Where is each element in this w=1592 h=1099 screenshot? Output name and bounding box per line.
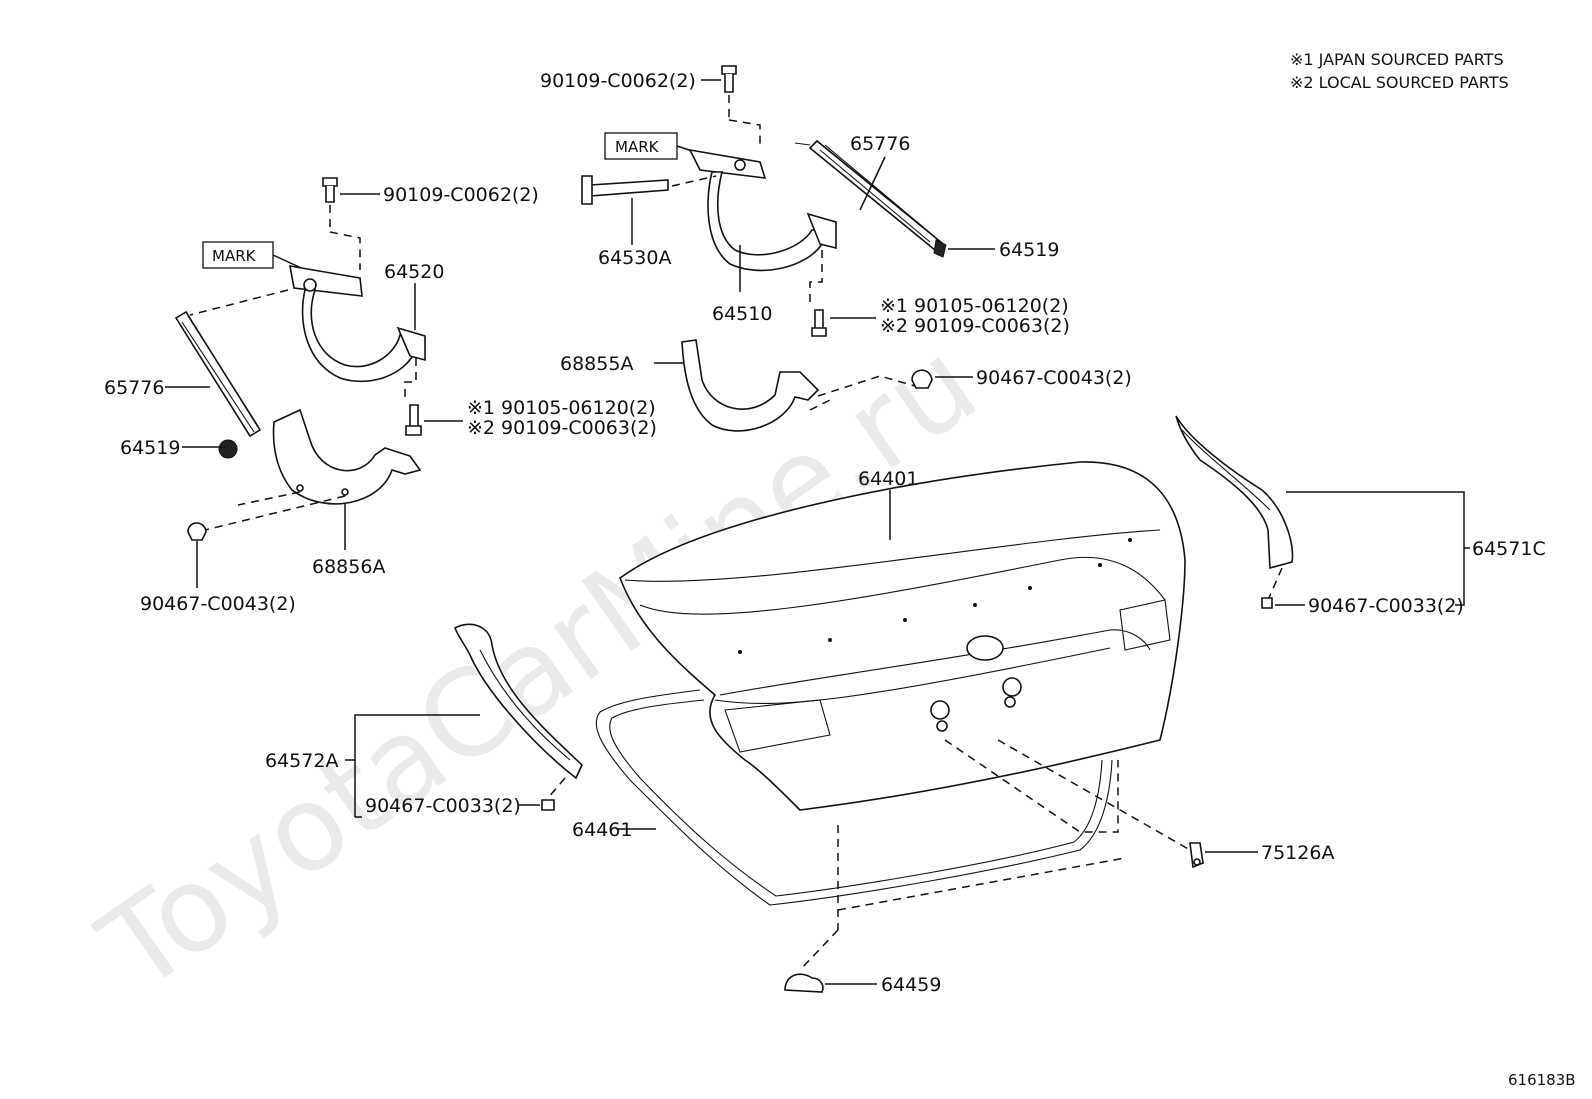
bolt-top-right-part <box>721 65 761 145</box>
label-hinge-left: 64520 <box>384 261 444 283</box>
label-bolt-top-left: 90109-C0062(2) <box>383 184 539 206</box>
mark-label-right: MARK <box>615 138 660 156</box>
stay-rod-part <box>581 175 717 205</box>
label-clip-trim-left: 90467-C0033(2) <box>365 795 521 817</box>
clip-right-part <box>911 369 933 389</box>
spring-right-part <box>794 139 944 252</box>
weatherstrip-part <box>595 689 1113 906</box>
mark-label-left: MARK <box>212 247 257 265</box>
bolt-right-lower-part <box>811 309 827 337</box>
label-spring-left: 65776 <box>104 377 164 399</box>
note-japan: ※1 JAPAN SOURCED PARTS <box>1290 50 1504 69</box>
label-cover-right: 68855A <box>560 353 633 375</box>
grommet-right-part <box>933 239 947 258</box>
trim-right-part <box>1175 415 1294 570</box>
cover-right-part <box>681 339 820 432</box>
spring-left-part <box>174 310 262 438</box>
label-trim-right: 64571C <box>1472 538 1546 560</box>
label-clip-right: 90467-C0043(2) <box>976 367 1132 389</box>
label-grommet-left: 64519 <box>120 437 180 459</box>
bolt-left-lower-part <box>405 404 422 436</box>
sourcing-notes: ※1 JAPAN SOURCED PARTS ※2 LOCAL SOURCED … <box>1290 50 1509 92</box>
label-bolt-top-right: 90109-C0062(2) <box>540 70 696 92</box>
luggage-lid-part <box>619 461 1186 811</box>
trim-left-part <box>454 623 583 780</box>
diagram-code: 616183B <box>1508 1071 1576 1089</box>
label-bolt-right-2: ※2 90109-C0063(2) <box>880 315 1070 337</box>
label-cushion: 64459 <box>881 974 941 996</box>
label-bolt-left-2: ※2 90109-C0063(2) <box>467 417 657 439</box>
cushion-part <box>784 973 824 993</box>
label-trim-left: 64572A <box>265 750 338 772</box>
label-clip-left: 90467-C0043(2) <box>140 593 296 615</box>
label-hinge-right: 64510 <box>712 303 772 325</box>
label-stay-rod: 64530A <box>598 247 671 269</box>
label-weatherstrip: 64461 <box>572 819 632 841</box>
label-cover-left: 68856A <box>312 556 385 578</box>
bracket-part <box>1189 842 1204 869</box>
label-luggage-lid: 64401 <box>858 468 918 490</box>
label-grommet-right: 64519 <box>999 239 1059 261</box>
bolt-top-left-part <box>322 177 361 270</box>
label-bracket: 75126A <box>1261 842 1334 864</box>
clip-trim-left-part <box>541 799 555 811</box>
label-clip-trim-right: 90467-C0033(2) <box>1308 595 1464 617</box>
label-bolt-right-1: ※1 90105-06120(2) <box>880 295 1069 317</box>
clip-trim-right-part <box>1261 597 1273 609</box>
note-local: ※2 LOCAL SOURCED PARTS <box>1290 73 1509 92</box>
grommet-left-part <box>218 439 238 459</box>
label-bolt-left-1: ※1 90105-06120(2) <box>467 397 656 419</box>
cover-left-part <box>272 408 422 505</box>
clip-left-part <box>187 522 207 541</box>
hinge-left-part <box>289 265 426 383</box>
label-spring-right: 65776 <box>850 133 910 155</box>
mark-box-right <box>604 132 678 160</box>
hinge-right-part <box>688 148 837 272</box>
